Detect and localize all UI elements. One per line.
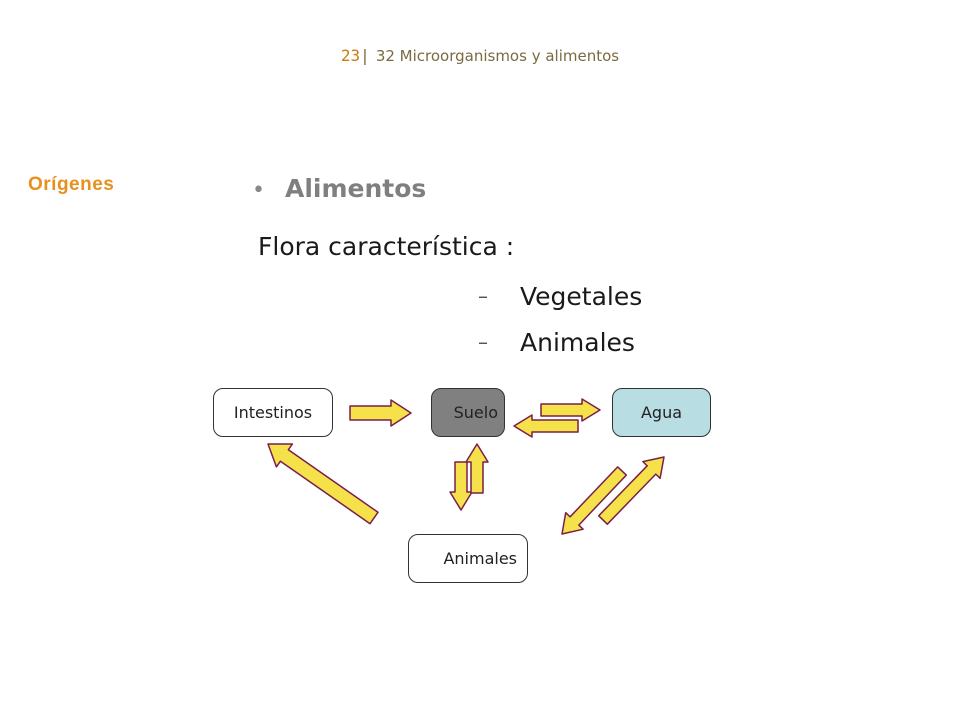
arrow-agua-to-animales [561, 466, 628, 535]
header-separator: | [360, 46, 370, 65]
arrow-agua-to-suelo [513, 414, 579, 438]
node-agua: Agua [612, 388, 711, 437]
list-item-text: Vegetales [520, 282, 643, 311]
slide-header-title: 32 Microorganismos y alimentos [375, 47, 620, 65]
list-item-text: Animales [520, 328, 635, 357]
list-dash: – [478, 284, 488, 308]
subtitle: Flora característica : [258, 232, 515, 261]
node-label: Agua [640, 403, 683, 422]
arrow-animales-to-agua [597, 456, 665, 525]
arrow-animales-to-suelo [465, 443, 489, 494]
node-animales: Animales [408, 534, 528, 583]
node-label: Suelo [453, 403, 498, 422]
list-item: – [478, 330, 488, 354]
node-label: Animales [443, 549, 517, 568]
section-label: Orígenes [28, 174, 115, 195]
node-intestinos: Intestinos [213, 388, 333, 437]
arrow-intestinos-to-suelo [349, 399, 412, 427]
node-label: Intestinos [233, 403, 313, 422]
list-item: – [478, 284, 488, 308]
arrow-suelo-to-agua [540, 398, 601, 422]
slide-number: 23 [340, 46, 361, 65]
list-dash: – [478, 330, 488, 354]
bullet-heading: Alimentos [285, 174, 427, 203]
bullet-dot: • [252, 178, 265, 203]
slide-header: 23| 32 Microorganismos y alimentos [0, 46, 960, 65]
node-suelo: Suelo [431, 388, 505, 437]
arrow-animales-to-intestinos [267, 443, 379, 525]
arrow-suelo-to-animales [449, 461, 473, 511]
